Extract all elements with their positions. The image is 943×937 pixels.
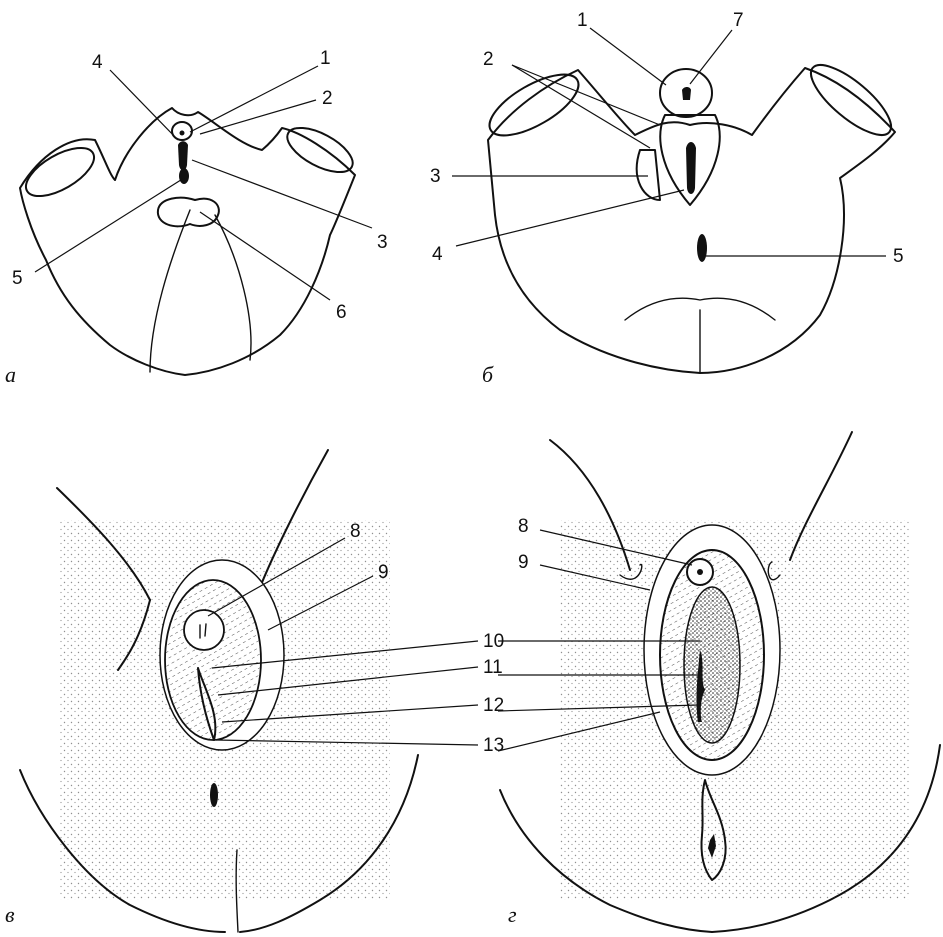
- panel-d: 8 9 г: [498, 432, 940, 932]
- panel-b-label-4: 4: [432, 244, 443, 265]
- panel-b-label-5: 5: [893, 246, 904, 267]
- panel-d-label-8: 8: [518, 516, 529, 537]
- panel-b-left-fold: [637, 150, 660, 200]
- panel-b-left-stump: [481, 63, 588, 148]
- panel-d-label-9: 9: [518, 552, 529, 573]
- panel-b-label-2: 2: [483, 49, 494, 70]
- panel-a-tail-stump: [158, 198, 219, 227]
- panel-a-anal-pit: [179, 168, 189, 184]
- panel-a-right-stump: [281, 119, 360, 181]
- panel-b-urogenital-slit: [686, 142, 696, 194]
- panel-b-label-3: 3: [430, 166, 441, 187]
- panel-c-label-8: 8: [350, 521, 361, 542]
- panel-b-body-outline: [488, 68, 895, 373]
- panel-c-label-12: 12: [483, 695, 504, 716]
- panel-b-right-stump: [801, 54, 901, 146]
- panel-a-fold-left: [150, 210, 190, 372]
- panel-a: 1 2 3 4 5 6 а: [5, 48, 388, 387]
- panel-c-label-9: 9: [378, 562, 389, 583]
- panel-a-label-6: 6: [336, 302, 347, 323]
- panel-a-label-5: 5: [12, 268, 23, 289]
- panel-b: 1 7 2 3 4 5 б: [430, 10, 904, 387]
- panel-a-label-1: 1: [320, 48, 331, 69]
- panel-b-anus: [697, 234, 707, 262]
- panel-a-groove: [178, 141, 188, 170]
- panel-d-vestibule: [684, 587, 740, 743]
- panel-a-fold-right: [215, 215, 251, 360]
- panel-c-label-13: 13: [483, 735, 504, 756]
- panel-a-label-3: 3: [377, 232, 388, 253]
- panel-b-label-1: 1: [577, 10, 588, 31]
- panel-a-label-2: 2: [322, 88, 333, 109]
- panel-b-label-7: 7: [733, 10, 744, 31]
- panel-c-genital-fold: [165, 580, 261, 740]
- panel-a-label-4: 4: [92, 52, 103, 73]
- panel-b-letter: б: [482, 362, 494, 387]
- panel-a-letter: а: [5, 362, 16, 387]
- panel-c-anus: [210, 783, 218, 807]
- panel-c-glans: [184, 610, 224, 650]
- panel-c: 8 9 10 11 12 13 в: [5, 450, 504, 932]
- panel-d-letter: г: [508, 902, 517, 927]
- panel-c-letter: в: [5, 902, 15, 927]
